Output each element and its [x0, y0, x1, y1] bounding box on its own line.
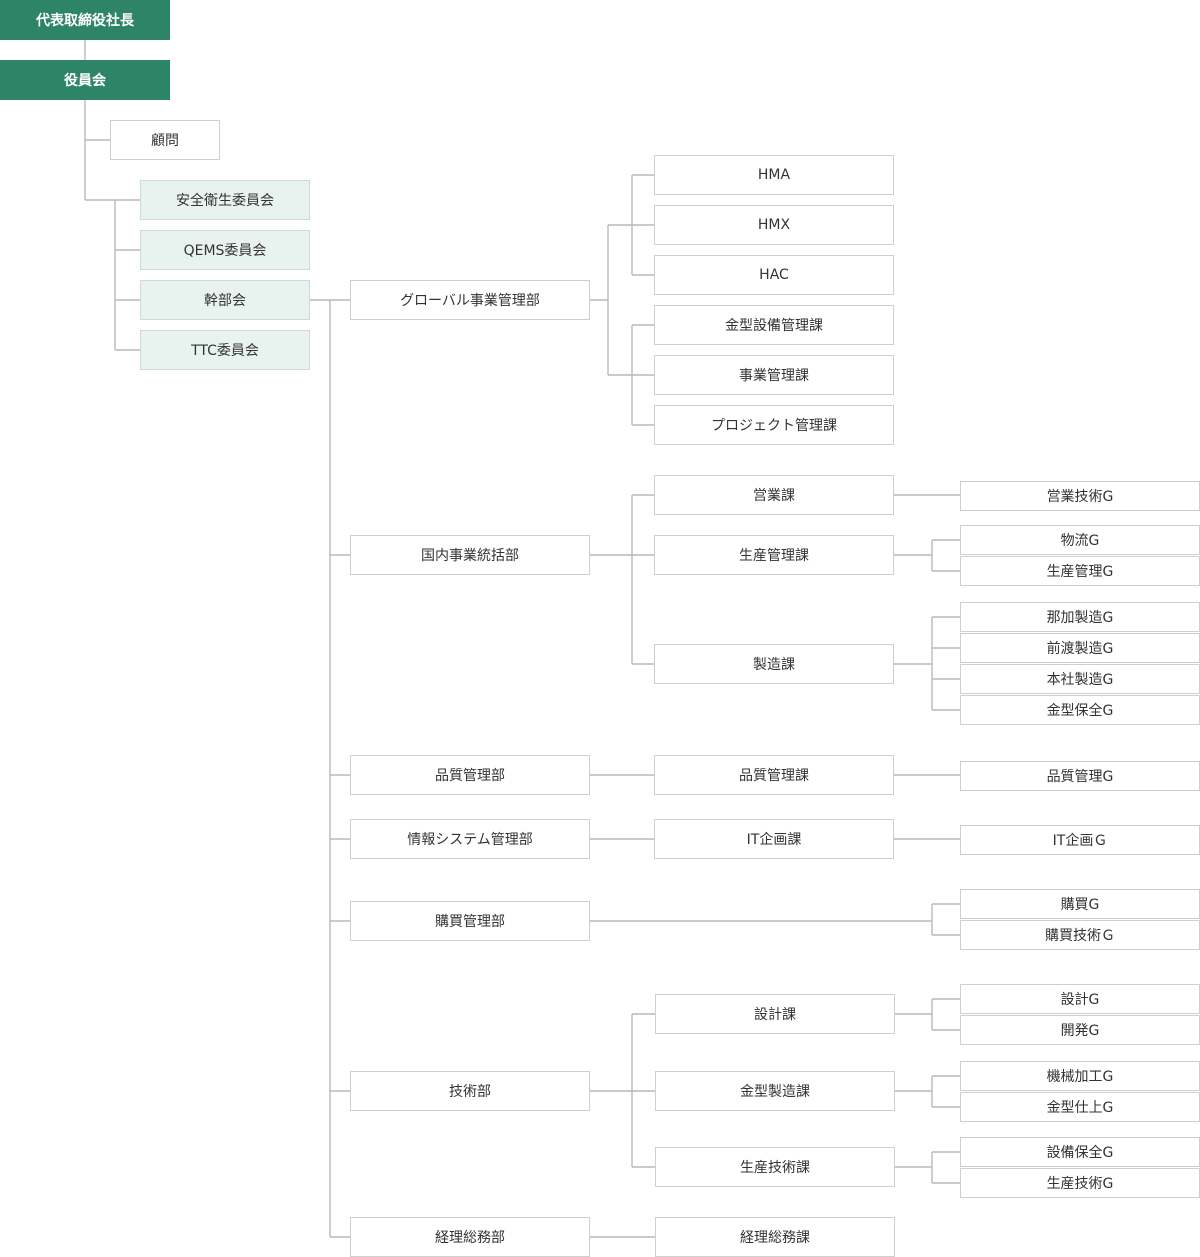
node-department: グローバル事業管理部 — [350, 280, 590, 320]
node-group: 設備保全G — [960, 1137, 1200, 1167]
node-department: 国内事業統括部 — [350, 535, 590, 575]
node-section: 設計課 — [655, 994, 895, 1034]
node-section: 事業管理課 — [654, 355, 894, 395]
node-group: 金型保全G — [960, 695, 1200, 725]
node-group: 開発G — [960, 1015, 1200, 1045]
node-section: 製造課 — [654, 644, 894, 684]
node-committee: TTC委員会 — [140, 330, 310, 370]
node-board: 役員会 — [0, 60, 170, 100]
node-group: 那加製造G — [960, 602, 1200, 632]
node-section: HAC — [654, 255, 894, 295]
node-section: 品質管理課 — [654, 755, 894, 795]
node-group: 購買G — [960, 889, 1200, 919]
node-group: 生産技術G — [960, 1168, 1200, 1198]
node-section: IT企画課 — [654, 819, 894, 859]
node-section: プロジェクト管理課 — [654, 405, 894, 445]
node-committee: QEMS委員会 — [140, 230, 310, 270]
node-section: 生産管理課 — [654, 535, 894, 575]
node-group: 購買技術Ｇ — [960, 920, 1200, 950]
node-advisor: 顧問 — [110, 120, 220, 160]
node-group: 前渡製造G — [960, 633, 1200, 663]
node-group: 物流G — [960, 525, 1200, 555]
node-group: 本社製造G — [960, 664, 1200, 694]
node-section: 金型製造課 — [655, 1071, 895, 1111]
node-department: 経理総務部 — [350, 1217, 590, 1257]
node-section: 金型設備管理課 — [654, 305, 894, 345]
node-group: 生産管理G — [960, 556, 1200, 586]
node-committee: 幹部会 — [140, 280, 310, 320]
node-group: 営業技術G — [960, 481, 1200, 511]
node-section: HMX — [654, 205, 894, 245]
node-committee: 安全衛生委員会 — [140, 180, 310, 220]
node-department: 品質管理部 — [350, 755, 590, 795]
node-department: 情報システム管理部 — [350, 819, 590, 859]
node-president: 代表取締役社長 — [0, 0, 170, 40]
node-department: 購買管理部 — [350, 901, 590, 941]
node-group: 金型仕上G — [960, 1092, 1200, 1122]
node-group: 品質管理G — [960, 761, 1200, 791]
node-section: 経理総務課 — [655, 1217, 895, 1257]
node-group: 設計G — [960, 984, 1200, 1014]
node-section: HMA — [654, 155, 894, 195]
node-section: 生産技術課 — [655, 1147, 895, 1187]
node-group: 機械加工G — [960, 1061, 1200, 1091]
node-section: 営業課 — [654, 475, 894, 515]
node-department: 技術部 — [350, 1071, 590, 1111]
node-group: IT企画Ｇ — [960, 825, 1200, 855]
